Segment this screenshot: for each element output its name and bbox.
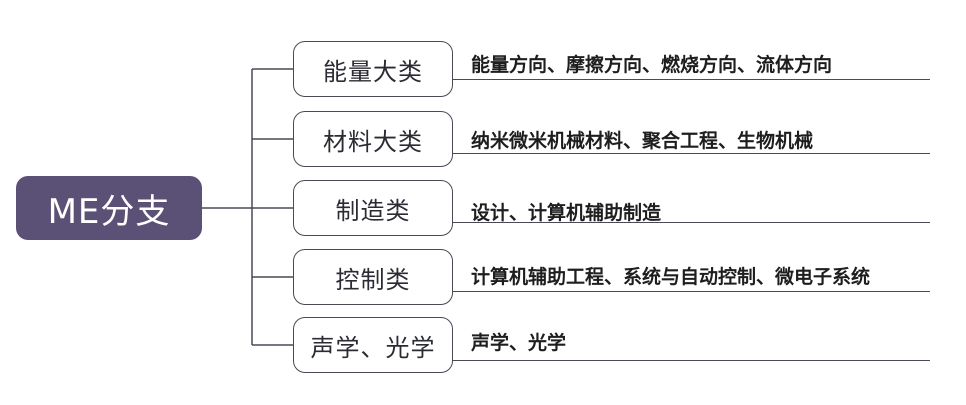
detail-underline-manufacturing <box>453 222 930 223</box>
branch-detail-energy: 能量方向、摩擦方向、燃烧方向、流体方向 <box>471 54 833 76</box>
branch-label: 材料大类 <box>323 127 423 156</box>
branch-node-manufacturing: 制造类 <box>293 180 453 236</box>
branch-detail-manufacturing: 设计、计算机辅助制造 <box>471 202 662 224</box>
branch-detail-materials: 纳米微米机械材料、聚合工程、生物机械 <box>471 130 814 152</box>
branch-label: 能量大类 <box>323 57 423 86</box>
branch-node-control: 控制类 <box>293 249 453 305</box>
branch-node-materials: 材料大类 <box>293 111 453 167</box>
branch-label: 声学、光学 <box>310 333 436 362</box>
root-label: ME分支 <box>47 191 171 232</box>
branch-node-acoustics-optics: 声学、光学 <box>293 317 453 373</box>
branch-detail-acoustics-optics: 声学、光学 <box>471 332 567 354</box>
detail-underline-energy <box>453 79 930 80</box>
detail-underline-materials <box>453 153 930 154</box>
detail-underline-acoustics-optics <box>453 360 930 361</box>
root-node: ME分支 <box>16 176 202 240</box>
branch-node-energy: 能量大类 <box>293 41 453 97</box>
branch-label: 控制类 <box>335 265 411 294</box>
branch-label: 制造类 <box>335 196 411 225</box>
detail-underline-control <box>453 291 930 292</box>
branch-detail-control: 计算机辅助工程、系统与自动控制、微电子系统 <box>471 266 871 288</box>
